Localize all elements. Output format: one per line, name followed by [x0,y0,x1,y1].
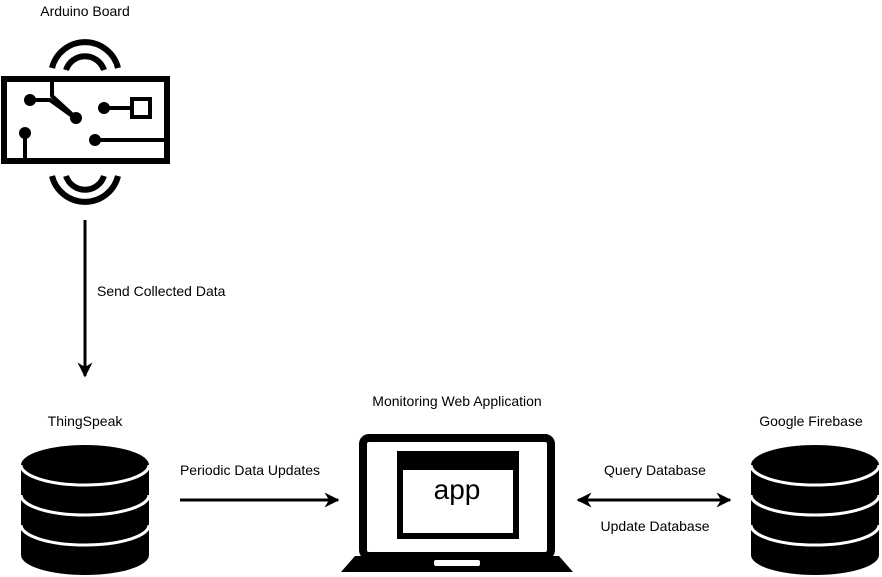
database-icon [19,445,151,575]
laptop-icon [341,434,573,572]
periodic-data-updates-label: Periodic Data Updates [180,462,320,478]
update-database-label: Update Database [601,518,710,534]
query-database-label: Query Database [604,462,706,478]
app-screen-text: app [434,474,481,505]
thingspeak-label: ThingSpeak [48,413,124,429]
google-firebase-label: Google Firebase [759,413,863,429]
send-collected-data-label: Send Collected Data [97,283,226,299]
database-icon [749,445,881,575]
arduino-board-label: Arduino Board [40,3,130,19]
monitoring-web-application-label: Monitoring Web Application [372,393,541,409]
circuit-board-wireless-icon [1,39,170,205]
